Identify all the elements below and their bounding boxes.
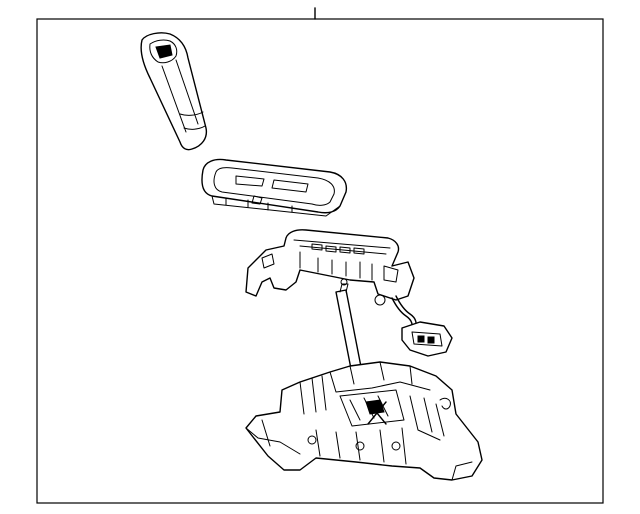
- bezel-icon: [201, 158, 348, 217]
- connector-icon: [374, 294, 453, 357]
- diagram-frame: [36, 18, 604, 504]
- shifter-assembly-icon: [245, 361, 483, 481]
- indicator-icon: [245, 229, 415, 301]
- shift-knob-icon: [140, 32, 208, 151]
- shift-lever-icon: [335, 278, 363, 375]
